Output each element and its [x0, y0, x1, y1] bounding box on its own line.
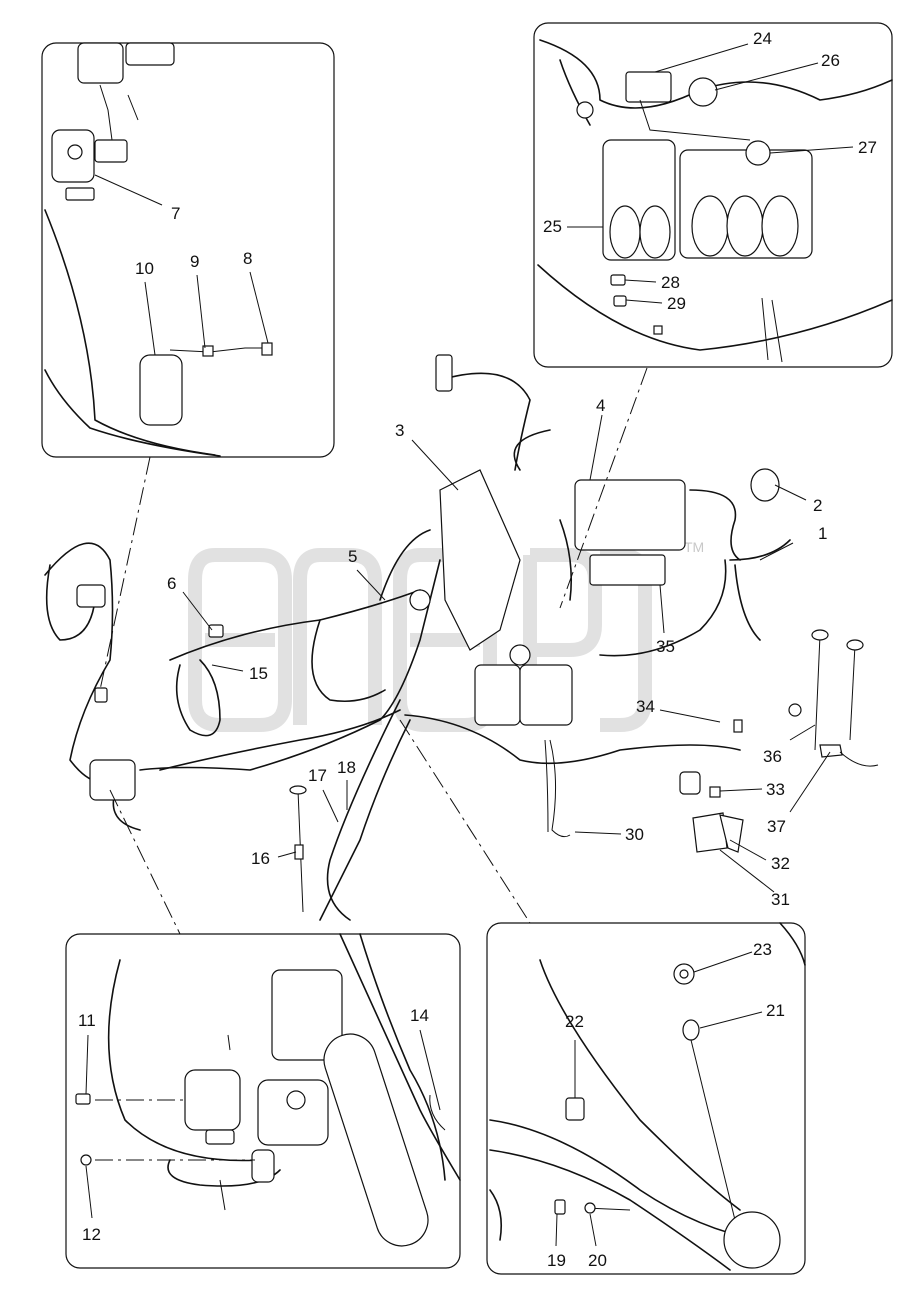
callout-12: 12 [82, 1225, 101, 1244]
callout-5: 5 [348, 547, 357, 566]
callout-10: 10 [135, 259, 154, 278]
callout-22: 22 [565, 1012, 584, 1031]
callout-27: 27 [858, 138, 877, 157]
callout-34: 34 [636, 697, 655, 716]
callout-37: 37 [767, 817, 786, 836]
callout-7: 7 [171, 204, 180, 223]
main-assembly-parts [76, 354, 780, 801]
detail-panel-bottom-left [65, 933, 461, 1269]
callout-2: 2 [813, 496, 822, 515]
watermark-tm: TM [684, 539, 704, 555]
reference-lines [99, 367, 648, 935]
callout-18: 18 [337, 758, 356, 777]
callout-17: 17 [308, 766, 327, 785]
callout-20: 20 [588, 1251, 607, 1270]
callout-3: 3 [395, 421, 404, 440]
detail-panel-bottom-right [486, 922, 806, 1275]
callout-14: 14 [410, 1006, 429, 1025]
detail-panel-top-left [41, 42, 335, 458]
detail-panel-top-right [533, 22, 893, 368]
callout-29: 29 [667, 294, 686, 313]
callout-31: 31 [771, 890, 790, 909]
callout-labels: 1 2 3 4 5 6 7 8 9 10 11 12 14 15 16 17 1… [78, 29, 877, 1270]
callout-19: 19 [547, 1251, 566, 1270]
watermark: TM [188, 539, 704, 732]
callout-32: 32 [771, 854, 790, 873]
callout-16: 16 [251, 849, 270, 868]
callout-30: 30 [625, 825, 644, 844]
callout-6: 6 [167, 574, 176, 593]
callout-21: 21 [766, 1001, 785, 1020]
main-harness [44, 372, 791, 921]
callout-11: 11 [78, 1011, 96, 1030]
callout-9: 9 [190, 252, 199, 271]
callout-1: 1 [818, 524, 827, 543]
callout-28: 28 [661, 273, 680, 292]
callout-4: 4 [596, 396, 605, 415]
leader-lines [85, 43, 854, 1247]
callout-35: 35 [656, 637, 675, 656]
loose-parts [289, 629, 879, 913]
callout-8: 8 [243, 249, 252, 268]
callout-26: 26 [821, 51, 840, 70]
callout-15: 15 [249, 664, 268, 683]
callout-25: 25 [543, 217, 562, 236]
callout-24: 24 [753, 29, 772, 48]
callout-23: 23 [753, 940, 772, 959]
callout-36: 36 [763, 747, 782, 766]
callout-33: 33 [766, 780, 785, 799]
